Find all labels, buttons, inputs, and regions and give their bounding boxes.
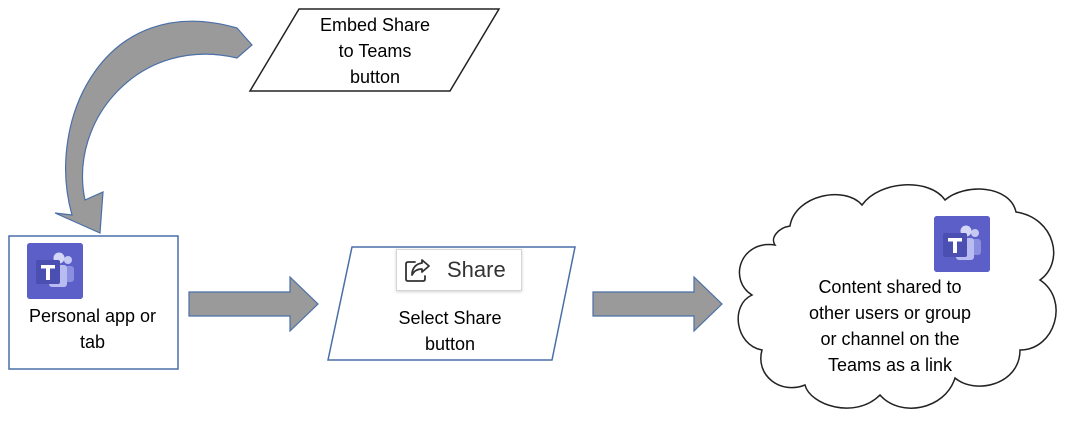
block-arrow-2: [592, 275, 723, 333]
share-button[interactable]: Share: [396, 249, 522, 291]
curved-arrow: [54, 20, 253, 234]
personal-app-label: Personal app or tab: [28, 306, 157, 352]
block-arrow-1: [188, 275, 319, 333]
select-share-label: Select Share button: [398, 308, 502, 354]
microsoft-teams-icon: [27, 243, 83, 299]
result-label: Content shared to other users or group o…: [808, 277, 972, 375]
embed-share-shape: [248, 8, 501, 92]
microsoft-teams-icon-result: [934, 216, 990, 272]
share-icon: [403, 255, 433, 285]
share-button-label: Share: [447, 257, 506, 282]
embed-share-label: Embed Share to Teams button: [319, 15, 431, 87]
